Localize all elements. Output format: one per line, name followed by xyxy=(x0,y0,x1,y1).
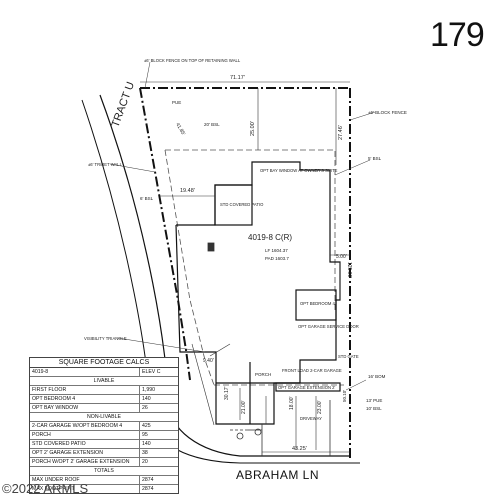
dim-top-label: 71.17' xyxy=(230,75,245,81)
dim-940-label: 9.40' xyxy=(203,358,214,364)
dim-500-label: 5.00' xyxy=(336,254,347,260)
dim-1800-label: 18.00' xyxy=(289,396,295,410)
copyright-watermark: ©2022 ARMLS xyxy=(2,481,89,496)
driveway-label: DRIVEWAY xyxy=(300,416,322,421)
square-footage-table: SQUARE FOOTAGE CALCS 4019-8 ELEV C LIVAB… xyxy=(29,357,179,494)
block-fence-right-label: ±6' BLOCK FENCE xyxy=(368,110,407,115)
visibility-label: VISIBILITY TRIANGLE xyxy=(84,336,127,341)
dim-4185-label: 41.85' xyxy=(174,122,186,137)
equipment-pad xyxy=(207,242,215,252)
driveway xyxy=(207,242,331,456)
street-name: ABRAHAM LN xyxy=(236,468,320,482)
lot-line-left xyxy=(139,87,191,381)
bsl-20-label: 20' BSL xyxy=(204,122,220,127)
tract-label: TRACT U xyxy=(110,80,138,129)
dim-2746-label: 27.46' xyxy=(338,125,344,140)
livable-section-label: LIVABLE xyxy=(30,377,178,386)
retaining-wall-label: ±6' TR/RET WALL xyxy=(88,162,123,167)
nonlivable-section-label: NON-LIVABLE xyxy=(30,413,178,422)
bsl-10-label: 10' BSL xyxy=(366,406,382,411)
pue-13-label: 13' PUE xyxy=(366,398,382,403)
garage-door-label: OPT GARAGE SERVICE DOOR xyxy=(298,324,359,329)
front-load-label: FRONT LOAD 2-CAR GARAGE xyxy=(282,368,342,373)
opt-bedroom-outline xyxy=(295,289,337,321)
dim-2100-label: 21.00' xyxy=(241,400,247,414)
leader-lines xyxy=(109,61,376,391)
dim-25-label: 25.00' xyxy=(250,121,256,136)
pue-label: PUE xyxy=(172,100,181,105)
dim-2300-label: 23.00' xyxy=(317,400,323,414)
sheet-number: 179 xyxy=(430,16,485,54)
dim-12500-label: 125.00' xyxy=(346,262,352,278)
dim-3017-label: 30.17' xyxy=(224,386,230,400)
opt-bedroom-label: OPT BEDROOM 4 xyxy=(300,301,335,306)
meter-symbol xyxy=(254,428,262,436)
std-patio-outline xyxy=(214,184,253,226)
std-patio-label: STD COVERED PATIO xyxy=(220,202,264,207)
meter-symbol-2 xyxy=(236,432,244,440)
bsl-6-label: 6' BSL xyxy=(140,196,154,201)
porch-label: PORCH xyxy=(255,372,271,377)
bsl-5-label: 5' BSL xyxy=(368,156,382,161)
pad-label: PAD 1603.7 xyxy=(265,256,289,261)
bay-window-label: OPT BAY WINDOW AT OWNER'S SUITE xyxy=(260,168,338,173)
table-header-row: 4019-8 ELEV C xyxy=(30,368,178,377)
dim-5010-label: 50.10' xyxy=(342,390,347,402)
dim-4325-label: 43.25' xyxy=(292,446,307,452)
table-title: SQUARE FOOTAGE CALCS xyxy=(30,358,178,368)
garage-ext-label: OPT GARAGE EXTENSION 2' xyxy=(278,385,335,390)
totals-section-label: TOTALS xyxy=(30,467,178,476)
dimension-lines xyxy=(140,81,350,453)
std-gate-label: STD GATE xyxy=(338,354,359,359)
bom-16-label: 16' BOM xyxy=(368,374,386,379)
plan-name-label: 4019-8 C(R) xyxy=(248,233,292,242)
block-fence-top-label: ±6' BLOCK FENCE ON TOP OF RETAINING WALL xyxy=(144,58,241,63)
lf-label: LF 1604.37 xyxy=(265,248,288,253)
dim-1948-label: 19.48' xyxy=(180,188,195,194)
